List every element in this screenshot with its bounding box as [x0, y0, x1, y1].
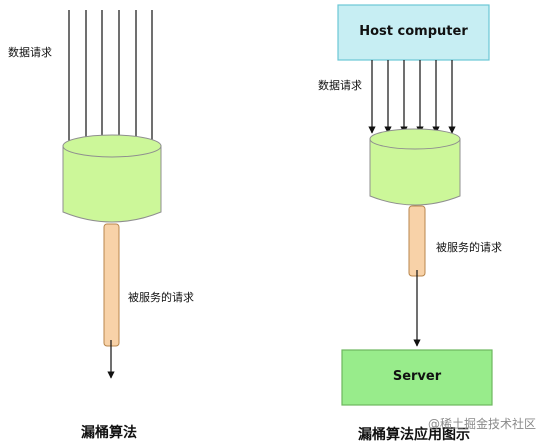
- left-served-label: 被服务的请求: [128, 291, 194, 304]
- left-caption: 漏桶算法: [81, 425, 137, 441]
- left-pipe: [103, 223, 120, 379]
- watermark: @稀土掘金技术社区: [428, 417, 537, 431]
- right-input-arrows: [368, 60, 456, 134]
- server-label: Server: [392, 369, 442, 384]
- server-box: [341, 349, 493, 406]
- left-request-label: 数据请求: [8, 46, 52, 59]
- left-input-arrows: [65, 10, 156, 153]
- right-bucket: [369, 128, 461, 206]
- host-computer-box: [337, 4, 490, 61]
- left-bucket: [62, 134, 162, 223]
- right-pipe: [408, 205, 426, 347]
- right-caption: 漏桶算法应用图示: [358, 427, 470, 443]
- right-request-label: 数据请求: [318, 79, 362, 92]
- right-served-label: 被服务的请求: [436, 241, 502, 254]
- host-computer-label: Host computer: [359, 24, 468, 39]
